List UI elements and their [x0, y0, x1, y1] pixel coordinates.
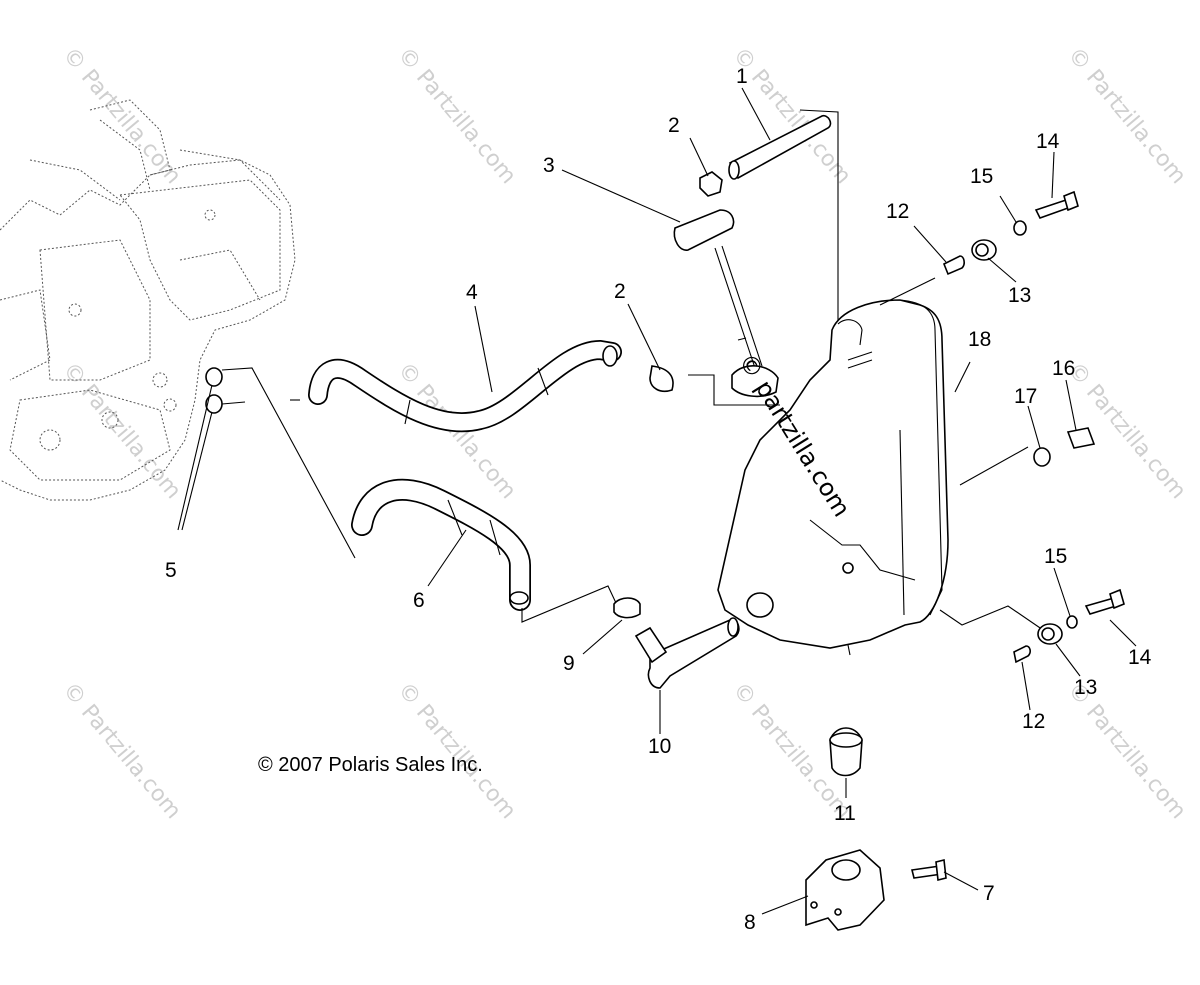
part-grommet-11: [829, 727, 863, 777]
callout-16: 16: [1052, 357, 1075, 380]
watermark: © Partzilla.com: [1062, 678, 1190, 824]
callout-11: 11: [834, 802, 856, 825]
part-elbow-10: [634, 617, 740, 689]
callout-12: 12: [1022, 710, 1045, 733]
part-cap-3: [673, 209, 763, 369]
part-washer-15b: [1066, 615, 1078, 629]
callout-15: 15: [970, 165, 993, 188]
callout-2: 2: [668, 114, 680, 137]
callout-14: 14: [1036, 130, 1060, 153]
callout-18: 18: [968, 328, 991, 351]
part-bolt-14a: [1034, 190, 1079, 219]
callout-9: 9: [563, 652, 575, 675]
callout-5: 5: [165, 559, 177, 582]
watermark: © Partzilla.com: [392, 678, 520, 824]
part-tank-18: [717, 277, 1047, 656]
part-clamps-5: [177, 367, 356, 559]
part-tube-1: [728, 109, 839, 368]
part-plug-16: [1066, 427, 1096, 449]
callout-13: 13: [1074, 676, 1097, 699]
watermark-layer: © Partzilla.com © Partzilla.com © Partzi…: [57, 43, 1190, 824]
watermark: © Partzilla.com: [1062, 43, 1190, 189]
callout-2: 2: [614, 280, 626, 303]
watermark: © Partzilla.com: [57, 678, 185, 824]
copyright-text: © 2007 Polaris Sales Inc.: [258, 754, 483, 776]
part-spacer-12b: [1013, 645, 1031, 664]
part-spacer-12a: [942, 255, 965, 276]
part-bolt-7: [911, 859, 947, 881]
callout-12: 12: [886, 200, 909, 223]
engine-outline: [0, 99, 296, 501]
part-grommet-13b: [1037, 623, 1063, 645]
callout-labels: 1 2 2 3 4 5 6 7 8 9 10 11 12 12 13 13 14…: [165, 65, 1152, 934]
callout-15: 15: [1044, 545, 1067, 568]
callout-17: 17: [1014, 385, 1037, 408]
part-clamp-2b: [649, 365, 780, 406]
part-grommet-13a: [971, 239, 997, 261]
watermark: © Partzilla.com: [57, 43, 185, 189]
part-clamp-9: [613, 597, 641, 619]
part-bracket-8: [805, 849, 885, 931]
callout-13: 13: [1008, 284, 1031, 307]
callout-10: 10: [648, 735, 671, 758]
part-bolt-14b: [1084, 588, 1125, 615]
part-hose-4: [308, 339, 622, 433]
callout-6: 6: [413, 589, 425, 612]
part-nut-2a: [699, 171, 723, 197]
callout-1: 1: [736, 65, 748, 88]
callout-4: 4: [466, 281, 478, 304]
part-washer-15a: [1013, 220, 1027, 236]
callout-7: 7: [983, 882, 995, 905]
watermark: © Partzilla.com: [392, 43, 520, 189]
part-washer-17: [1033, 447, 1051, 467]
callout-14: 14: [1128, 646, 1152, 669]
leader-lines: [427, 87, 1137, 915]
callout-8: 8: [744, 911, 756, 934]
part-hose-6: [351, 478, 617, 623]
callout-3: 3: [543, 154, 555, 177]
